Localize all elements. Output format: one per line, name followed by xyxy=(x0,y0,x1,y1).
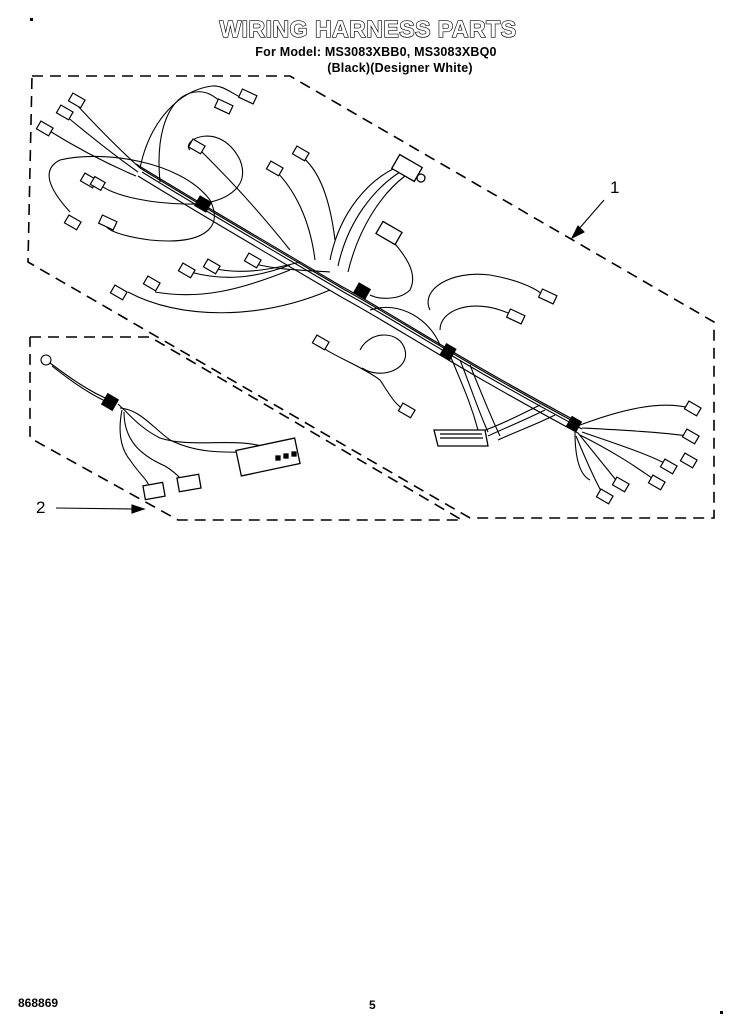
part-2-outline xyxy=(29,336,465,521)
document-code: 868869 xyxy=(18,996,59,1010)
bundle-wraps xyxy=(193,195,583,433)
callout-leaders xyxy=(55,199,605,514)
registration-mark-top xyxy=(30,18,33,21)
terminal-connectors xyxy=(35,88,702,505)
registration-mark-bottom xyxy=(720,1011,723,1014)
page-number: 5 xyxy=(369,998,376,1012)
part-1-outline xyxy=(27,75,715,519)
callout-part-2: 2 xyxy=(36,498,46,517)
model-line: For Model: MS3083XBB0, MS3083XBQ0 xyxy=(255,45,497,59)
page-title: WIRING HARNESS PARTS xyxy=(219,15,517,42)
part-2-harness xyxy=(40,354,263,489)
color-line: (Black)(Designer White) xyxy=(327,61,473,75)
part-2-connectors xyxy=(100,392,301,501)
callout-part-1: 1 xyxy=(610,178,620,197)
multipin-connectors xyxy=(375,153,489,447)
